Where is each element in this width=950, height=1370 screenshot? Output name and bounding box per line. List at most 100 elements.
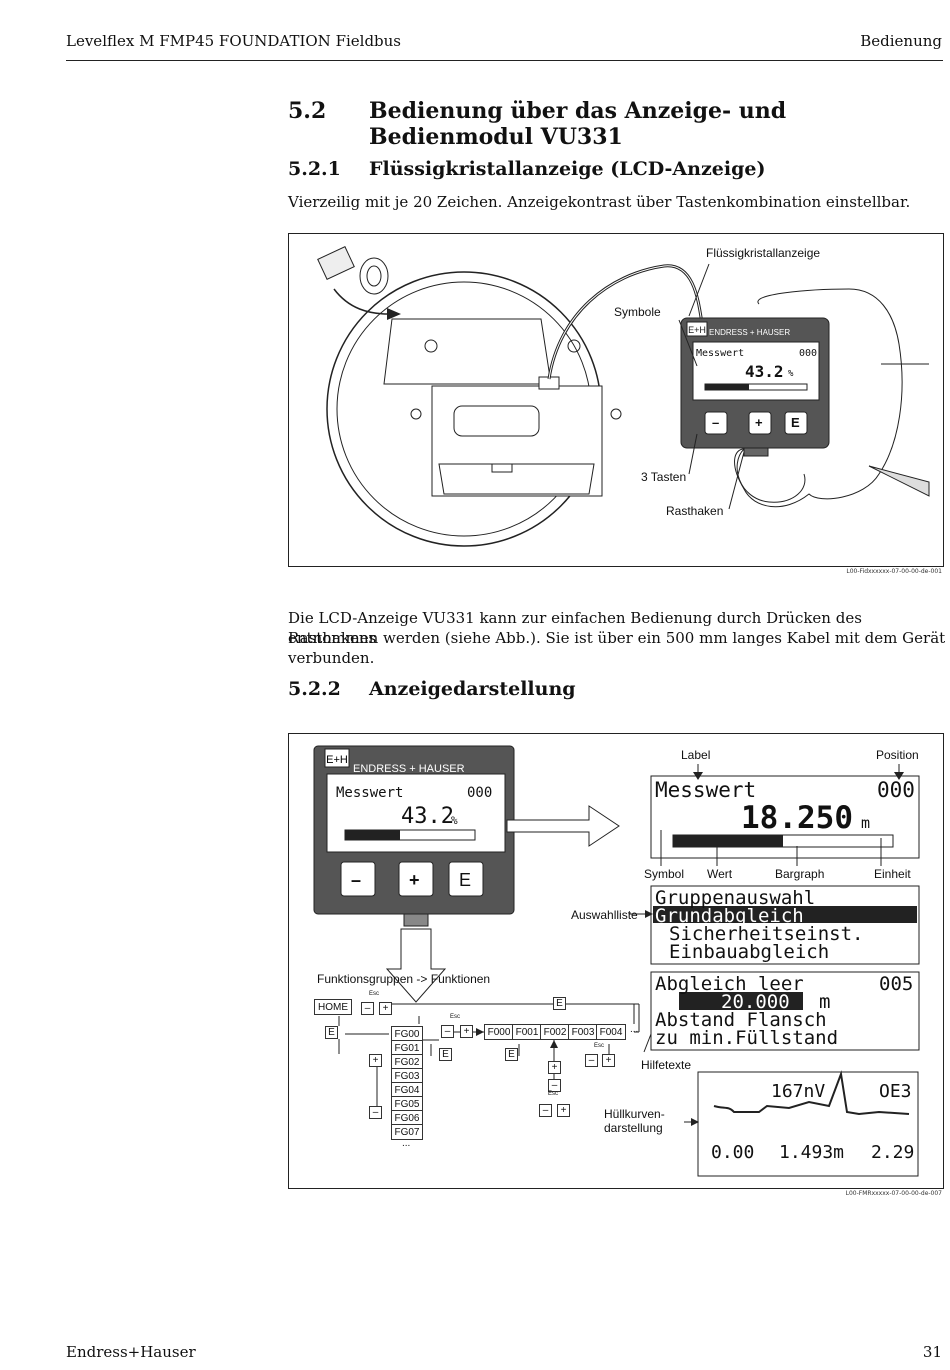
fg00[interactable]: FG00 [391, 1026, 423, 1041]
fg03[interactable]: FG03 [391, 1068, 423, 1083]
fg06[interactable]: FG06 [391, 1110, 423, 1125]
label-huellkurve-1: Hüllkurven- [604, 1107, 665, 1121]
e-key[interactable]: E [791, 415, 800, 430]
menu-e-top[interactable]: E [553, 997, 566, 1010]
menu-e-1[interactable]: E [325, 1026, 338, 1039]
lcd4-bottom-left: 0.00 [711, 1142, 755, 1163]
lcd-line1-left: Messwert [696, 348, 745, 359]
lcd2-line3[interactable]: Sicherheitseinst. [669, 923, 864, 945]
menu-plus-6[interactable]: + [602, 1054, 615, 1067]
device2-line1-left: Messwert [336, 785, 404, 801]
esc-label-2: Esc [450, 1014, 461, 1020]
fg01[interactable]: FG01 [391, 1040, 423, 1055]
menu-minus-2[interactable]: – [369, 1106, 382, 1119]
menu-minus-4[interactable]: – [548, 1079, 561, 1092]
running-header-section: Bedienung [860, 32, 942, 50]
svg-text:E+H: E+H [688, 325, 706, 335]
plus-key[interactable]: + [755, 415, 763, 430]
lcd1-right: 000 [877, 778, 915, 802]
label-rasthaken: Rasthaken [666, 504, 724, 518]
label-hilfetexte: Hilfetexte [641, 1058, 692, 1072]
lcd3-value[interactable]: 20.000 [721, 991, 790, 1013]
device2-unit: % [451, 814, 458, 827]
lcd3-line1-left: Abgleich leer [655, 973, 804, 995]
f002[interactable]: F002 [540, 1024, 570, 1040]
fg07[interactable]: FG07 [391, 1124, 423, 1140]
menu-plus-1[interactable]: + [379, 1002, 392, 1015]
lcd4-top-mid: 167nV [771, 1081, 826, 1102]
figure2-caption: L00-FMRxxxxx-07-00-00-de-007 [845, 1190, 942, 1197]
label-symbole: Symbole [614, 305, 661, 319]
lcd2-line4[interactable]: Einbauabgleich [669, 941, 830, 963]
label-auswahlliste: Auswahlliste [571, 908, 638, 922]
esc-label-4: Esc [594, 1043, 605, 1049]
fg02[interactable]: FG02 [391, 1054, 423, 1069]
lcd2-line1: Gruppenauswahl [655, 887, 816, 909]
fg04[interactable]: FG04 [391, 1082, 423, 1097]
body-text: Vierzeilig mit je 20 Zeichen. Anzeigekon… [288, 193, 911, 211]
menu-minus-1[interactable]: – [361, 1002, 374, 1015]
menu-plus-2[interactable]: + [369, 1054, 382, 1067]
lcd4-top-right: OE3 [879, 1081, 912, 1102]
label-fluessigkristallanzeige: Flüssigkristallanzeige [706, 246, 821, 260]
device-brand: ENDRESS + HAUSER [709, 328, 791, 337]
subsection-number: 5.2.1 [288, 158, 341, 180]
device2-brand: ENDRESS + HAUSER [353, 763, 465, 775]
lcd-unit: % [788, 369, 794, 379]
menu-plus-4[interactable]: + [548, 1061, 561, 1074]
page-number: 31 [922, 1343, 942, 1361]
device2-line1-right: 000 [467, 785, 493, 801]
menu-minus-3[interactable]: – [441, 1025, 454, 1038]
lcd3-line4: zu min.Füllstand [655, 1027, 839, 1049]
menu-minus-6[interactable]: – [585, 1054, 598, 1067]
paragraph-line2: entnommen werden (siehe Abb.). Sie ist ü… [288, 629, 946, 667]
menu-e-3[interactable]: E [505, 1048, 518, 1061]
label-3-tasten: 3 Tasten [641, 470, 687, 484]
lcd3-line1-right: 005 [879, 973, 914, 995]
subsection-title: Flüssigkristallanzeige (LCD-Anzeige) [369, 158, 766, 180]
fg-more: ... [402, 1138, 411, 1149]
subsection2-title: Anzeigedarstellung [369, 678, 576, 700]
esc-label-3: Esc [548, 1091, 559, 1097]
figure-lcd-module: E+H Flüssigkristallanzeige Symbole 3 Tas… [288, 233, 944, 567]
display-layout-diagram: E+H [313, 745, 920, 1177]
label-einheit: Einheit [874, 867, 911, 881]
lcd3-line3: Abstand Flansch [655, 1009, 827, 1031]
header-rule [66, 60, 943, 61]
f003[interactable]: F003 [568, 1024, 598, 1040]
menu-plus-3[interactable]: + [460, 1025, 473, 1038]
subsection2-number: 5.2.2 [288, 678, 341, 700]
device2-minus-key[interactable]: – [351, 870, 362, 890]
paragraph-line1: Die LCD-Anzeige VU331 kann zur einfachen… [288, 609, 862, 647]
device2-e-key[interactable]: E [459, 870, 472, 890]
menu-minus-5[interactable]: – [539, 1104, 552, 1117]
figure1-caption: L00-Fidxxxxxx-07-00-00-de-001 [846, 568, 942, 575]
lcd1-unit: m [861, 814, 871, 832]
f-more: ... [630, 1024, 639, 1035]
lcd2-line2-selected[interactable]: Grundabgleich [655, 905, 804, 927]
lcd3-unit: m [819, 991, 831, 1013]
minus-key[interactable]: – [712, 415, 720, 430]
menu-e-2[interactable]: E [439, 1048, 452, 1061]
lcd4-bottom-right: 2.29 [871, 1142, 915, 1163]
label-funktionsgruppen: Funktionsgruppen -> Funktionen [317, 972, 491, 986]
label-wert: Wert [707, 867, 733, 881]
label-symbol: Symbol [644, 867, 685, 881]
f000[interactable]: F000 [484, 1024, 514, 1040]
label-huellkurve-2: darstellung [604, 1121, 663, 1135]
lcd-module-illustration: E+H [317, 246, 930, 547]
home-box[interactable]: HOME [314, 999, 352, 1015]
f001[interactable]: F001 [512, 1024, 542, 1040]
label-position: Position [876, 748, 919, 762]
section-number: 5.2 [288, 98, 327, 124]
lcd4-bottom-mid: 1.493m [779, 1142, 845, 1163]
f004[interactable]: F004 [596, 1024, 626, 1040]
svg-text:E+H: E+H [326, 754, 348, 766]
lcd-value: 43.2 [745, 362, 784, 381]
fg05[interactable]: FG05 [391, 1096, 423, 1111]
lcd1-left: Messwert [655, 778, 757, 802]
figure-display-layout: E+H [288, 733, 944, 1189]
device2-plus-key[interactable]: + [409, 870, 420, 890]
menu-plus-5[interactable]: + [557, 1104, 570, 1117]
section-title: Bedienung über das Anzeige- und Bedienmo… [369, 98, 787, 150]
